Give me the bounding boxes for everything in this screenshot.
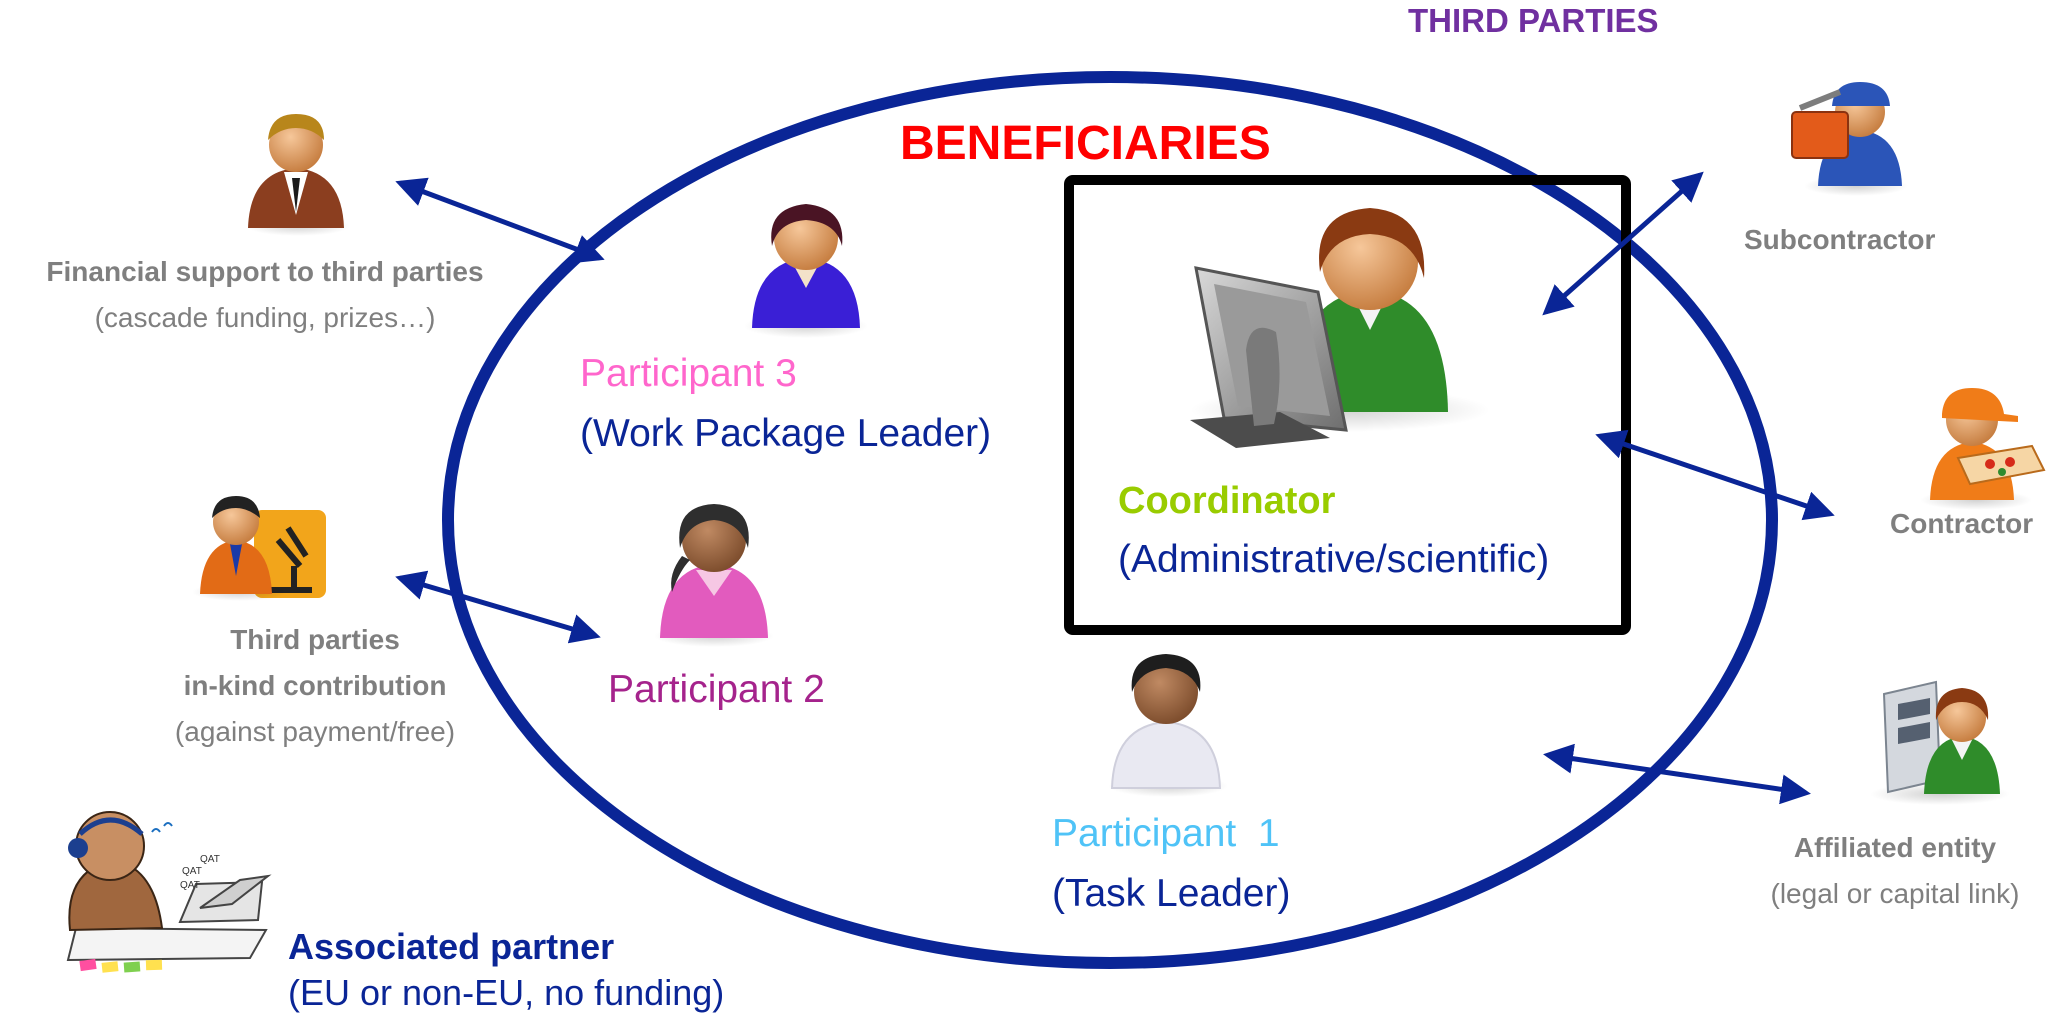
third-parties-heading: THIRD PARTIES [1408, 2, 1659, 39]
arrow-subcontractor [1542, 171, 1704, 316]
inkind-subtitle: (against payment/free) [174, 716, 456, 747]
arrow-inkind [395, 570, 601, 644]
woman-user-pink-icon [654, 504, 774, 647]
inkind-title-line1: Third parties [230, 624, 400, 655]
beneficiaries-heading: BENEFICIARIES [900, 117, 1271, 170]
coordinator-computer-icon [1190, 208, 1490, 448]
arrow-financial-support [395, 177, 605, 264]
associated-partner-cartoon: QAT QAT QAT [66, 811, 272, 973]
contractor-label: Contractor [1890, 508, 2034, 539]
arrow-affiliated [1543, 743, 1811, 805]
associated-partner-title: Associated partner [288, 926, 615, 967]
participant1-role: (Task Leader) [1052, 872, 1291, 915]
contractor-delivery-icon [1920, 388, 2046, 510]
arrow-contractor [1595, 429, 1835, 521]
relation-arrows [395, 171, 1835, 805]
coordinator-subtitle: (Administrative/scientific) [1118, 538, 1550, 581]
svg-text:QAT: QAT [180, 880, 200, 891]
researcher-microscope-icon [192, 496, 326, 601]
woman-user-icon [744, 204, 868, 338]
associated-partner-subtitle: (EU or non-EU, no funding) [288, 972, 725, 1013]
affiliated-entity-subtitle: (legal or capital link) [1770, 878, 2020, 909]
participant1-name: Participant 1 [1052, 812, 1280, 855]
participant3-name: Participant 3 [580, 352, 797, 395]
inkind-title-line2: in-kind contribution [183, 670, 447, 701]
businessman-icon [246, 114, 350, 236]
participant3-role: (Work Package Leader) [580, 412, 992, 455]
coordinator-title: Coordinator [1118, 480, 1336, 522]
svg-text:QAT: QAT [182, 866, 202, 877]
coordinator-box [1064, 175, 1631, 635]
affiliated-entity-title: Affiliated entity [1793, 832, 1997, 863]
financial-support-title: Financial support to third parties [46, 256, 484, 287]
svg-text:QAT: QAT [200, 854, 220, 865]
subcontractor-label: Subcontractor [1744, 224, 1936, 255]
affiliated-server-icon [1870, 680, 2010, 805]
participant2-name: Participant 2 [608, 668, 825, 711]
man-user-icon [1108, 654, 1228, 797]
financial-support-subtitle: (cascade funding, prizes…) [94, 302, 436, 333]
subcontractor-toolbox-icon [1791, 82, 1908, 196]
